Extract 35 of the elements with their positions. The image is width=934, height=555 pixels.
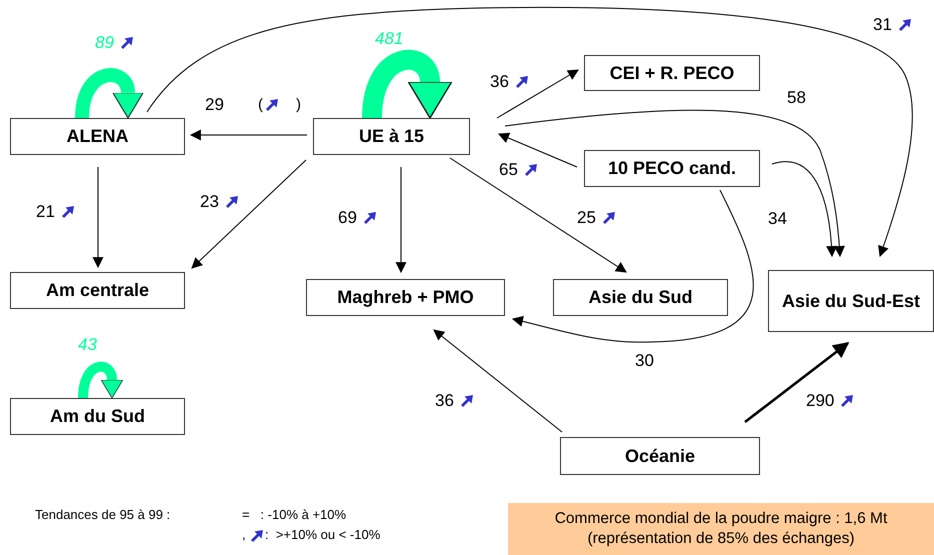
summary-box: Commerce mondial de la poudre maigre : 1,6 Mt (représentation de 85% des échanges) (508, 503, 934, 555)
region-box: Asie du Sud (553, 279, 728, 316)
arrow (498, 132, 578, 168)
arrow (191, 160, 306, 269)
bracket-text: ) (296, 97, 301, 114)
edge-label: 89 (95, 34, 114, 53)
region-box: Am centrale (10, 272, 185, 309)
arrow (512, 190, 754, 343)
legend-text: : >+10% ou < -10% (265, 528, 380, 542)
loop-arrow (75, 68, 144, 119)
arrow (744, 342, 850, 424)
arrow (396, 166, 406, 274)
region-box: ALENA (10, 118, 185, 155)
region-box: CEI + R. PECO (584, 55, 760, 91)
arrow (92, 166, 104, 268)
arrow (496, 69, 579, 118)
arrow (433, 329, 562, 432)
edge-label: 43 (78, 336, 97, 355)
arrow (450, 158, 627, 273)
arrow (772, 161, 837, 258)
arrow (190, 130, 308, 140)
bracket-text: ( (258, 97, 263, 114)
arrow (504, 110, 845, 258)
legend-text: , (242, 528, 246, 542)
region-box: Maghreb + PMO (306, 279, 505, 316)
region-box: 10 PECO cand. (584, 150, 760, 187)
region-box: Am du Sud (10, 398, 185, 435)
region-box: Asie du Sud-Est (768, 270, 934, 332)
region-box: UE à 15 (313, 118, 470, 155)
loop-arrow (362, 50, 452, 119)
note-text: Tendances de 95 à 99 : (35, 508, 170, 522)
region-box: Océanie (560, 437, 760, 475)
legend-text: = : -10% à +10% (242, 508, 346, 522)
edge-label: 481 (375, 30, 404, 49)
loop-arrow (78, 362, 124, 398)
